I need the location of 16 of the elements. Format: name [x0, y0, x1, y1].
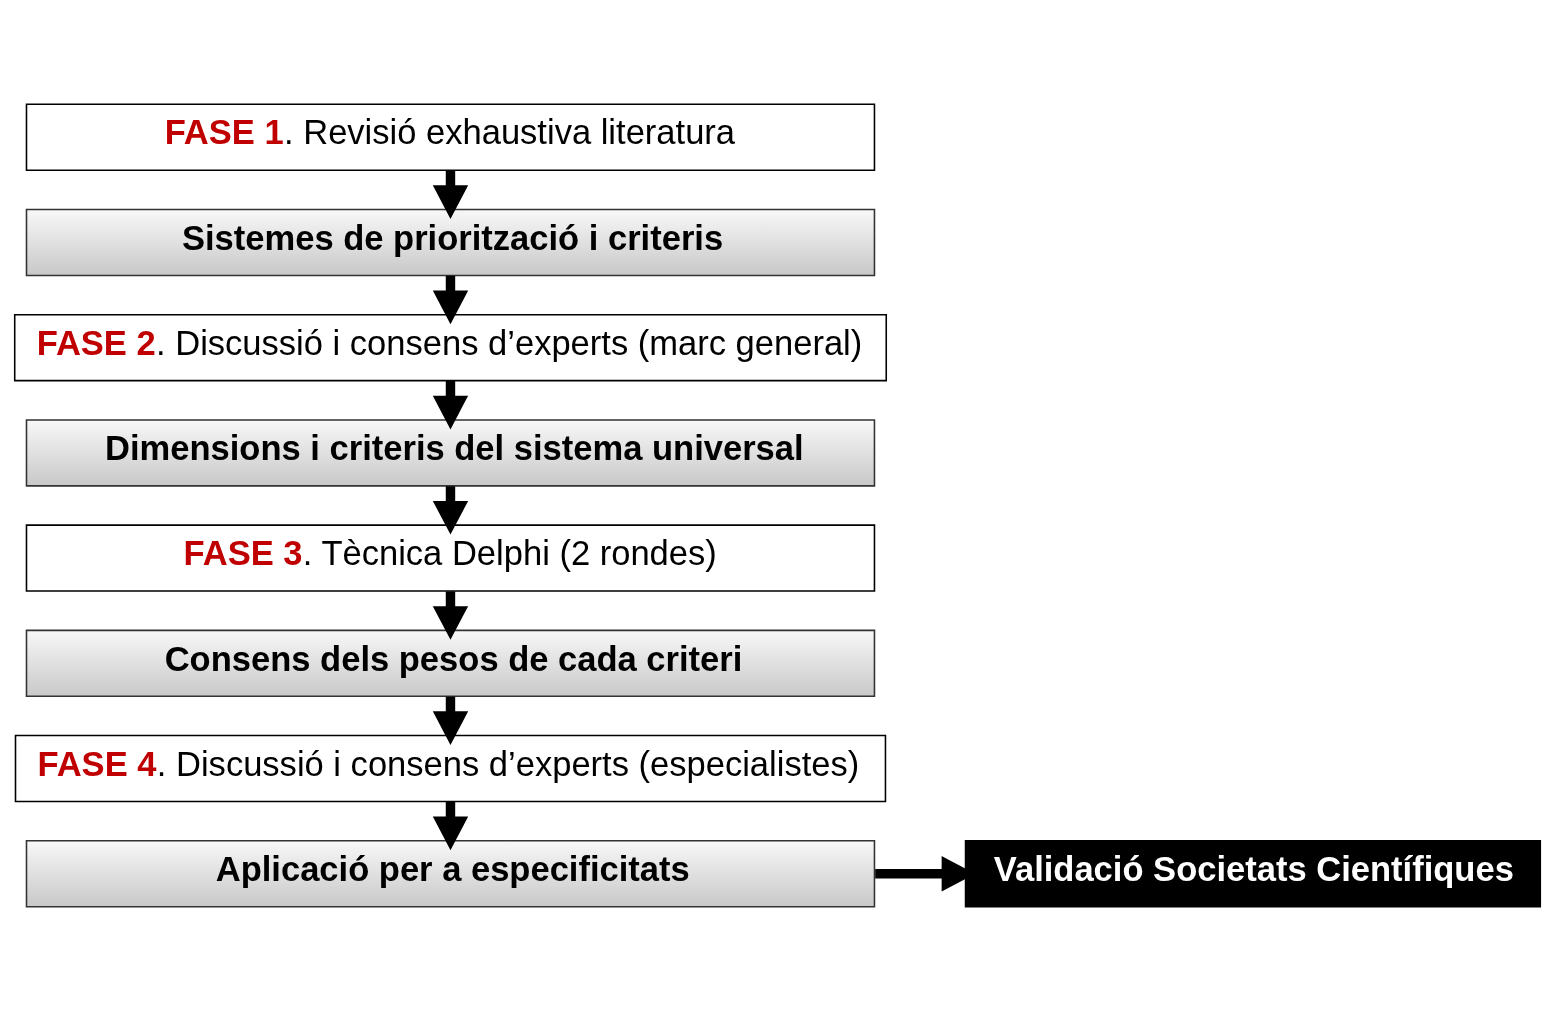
- arrow: [432, 801, 469, 850]
- arrow: [432, 590, 469, 640]
- node-box: Consens dels pesos de cada criteri: [25, 629, 876, 697]
- node-box: Validació Societats Científiques: [964, 839, 1542, 907]
- arrow: [432, 485, 469, 535]
- node-box: FASE 4. Discussió i consens d’experts (especialistes): [14, 734, 887, 802]
- arrow: [432, 380, 469, 429]
- arrow: [432, 170, 469, 219]
- arrow: [432, 275, 469, 324]
- node-box: Sistemes de priorització i criteris: [25, 208, 876, 276]
- arrow: [432, 696, 469, 745]
- node-box: Dimensions i criteris del sistema universal: [25, 418, 876, 487]
- node-box: Aplicació per a especificitats: [25, 839, 876, 907]
- node-box: FASE 2. Discussió i consens d’experts (marc general): [13, 313, 888, 381]
- node-box: FASE 3. Tècnica Delphi (2 rondes): [25, 523, 876, 592]
- node-box: FASE 1. Revisió exhaustiva literatura: [25, 103, 876, 171]
